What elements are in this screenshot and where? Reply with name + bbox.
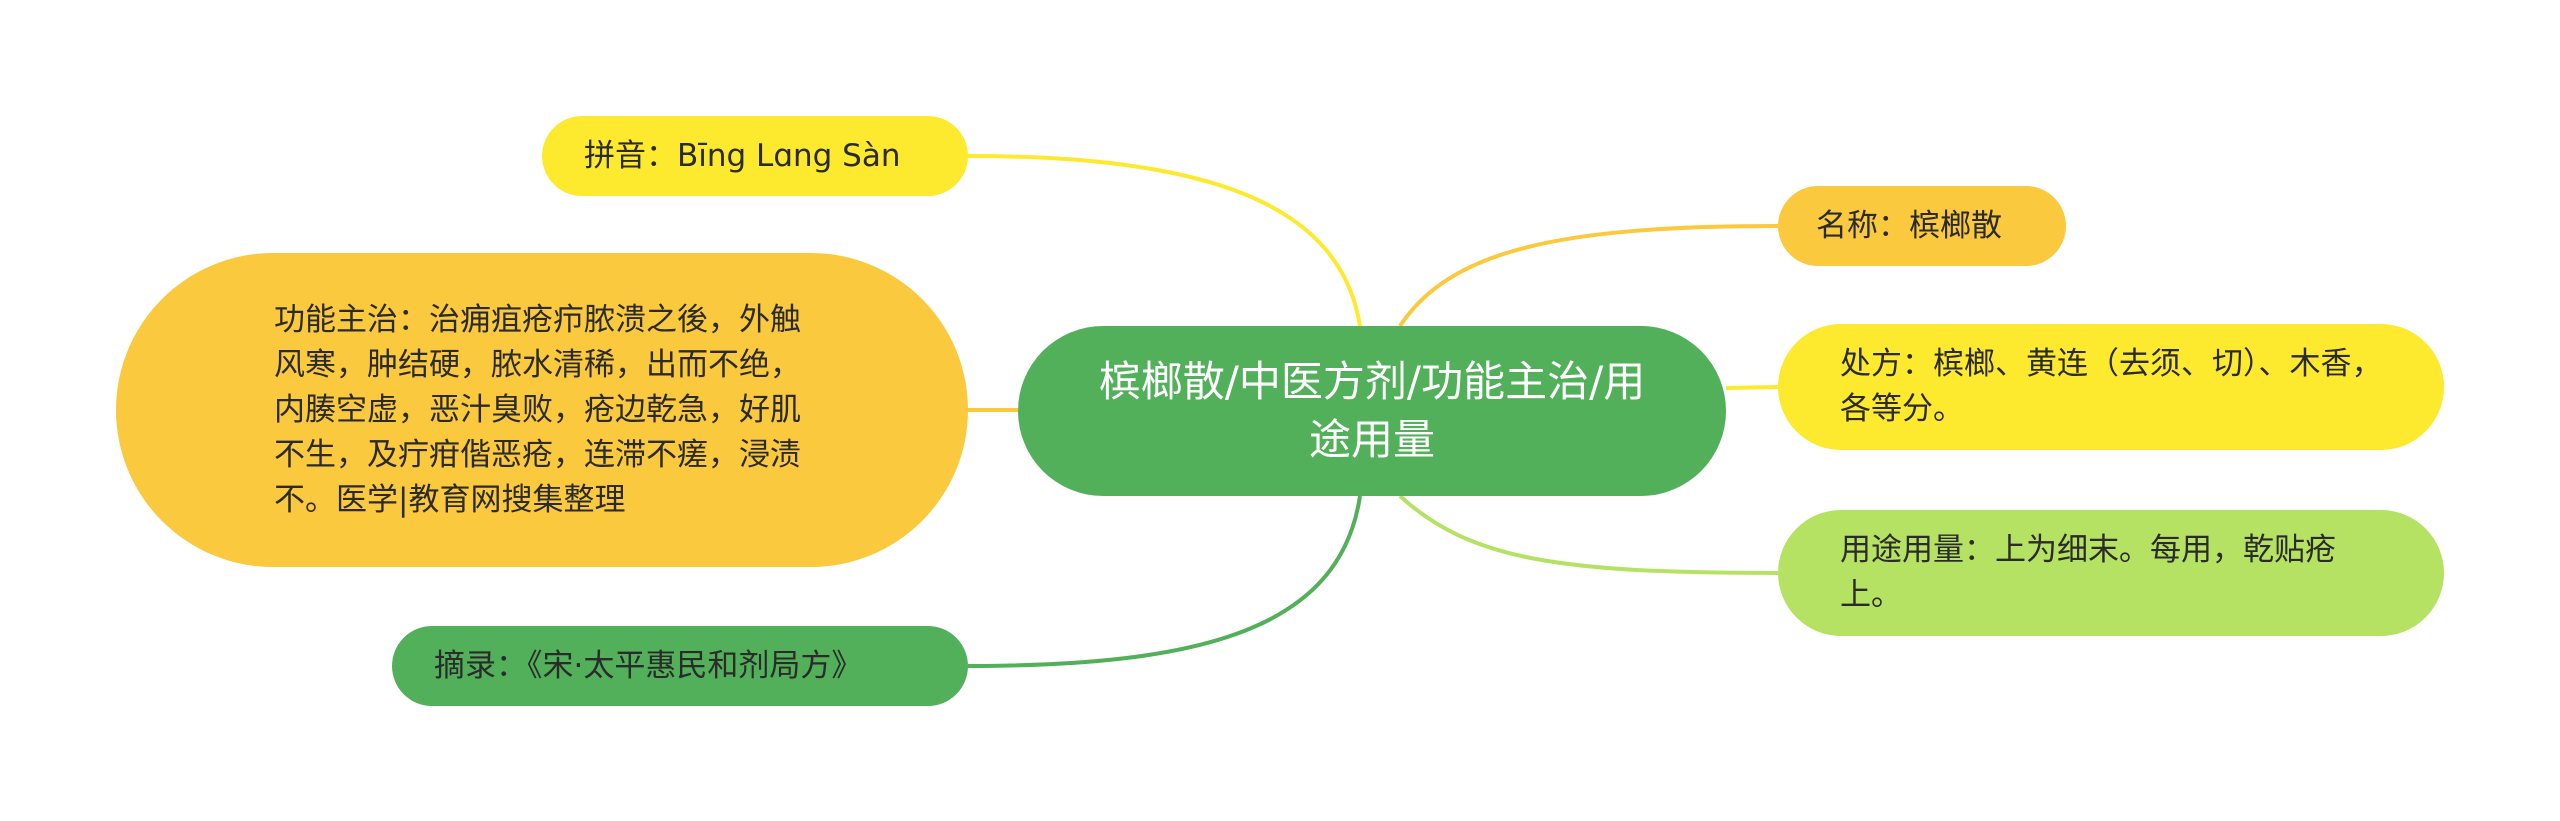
branch-pinyin-label: 拼音：Bīng Lɑng Sàn: [584, 137, 901, 174]
branch-pinyin[interactable]: 拼音：Bīng Lɑng Sàn: [542, 116, 968, 196]
link-yongtu: [1398, 494, 1779, 575]
branch-chufang-label: 处方：槟榔、黄连（去须、切）、木香，各等分。: [1840, 346, 2383, 427]
central-topic-label: 槟榔散/中医方剂/功能主治/用途用量: [1098, 357, 1646, 464]
link-chufang: [1725, 385, 1779, 390]
branch-mingcheng-label: 名称：槟榔散: [1816, 207, 2002, 244]
link-zhailu: [967, 495, 1362, 668]
branch-gongneng-zhuzhi-label: 功能主治：治痈疽疮疖脓溃之後，外触风寒，肿结硬，脓水清稀，出而不绝，内腠空虚，恶…: [274, 301, 801, 518]
link-mingcheng: [1398, 224, 1779, 328]
branch-mingcheng[interactable]: 名称：槟榔散: [1778, 186, 2066, 266]
branch-yongtu-yongliang[interactable]: 用途用量：上为细末。每用，乾贴疮上。: [1778, 510, 2444, 636]
branch-gongneng-zhuzhi[interactable]: 功能主治：治痈疽疮疖脓溃之後，外触风寒，肿结硬，脓水清稀，出而不绝，内腠空虚，恶…: [116, 253, 968, 567]
branch-yongtu-yongliang-label: 用途用量：上为细末。每用，乾贴疮上。: [1840, 532, 2336, 613]
central-topic[interactable]: 槟榔散/中医方剂/功能主治/用途用量: [1018, 326, 1726, 496]
branch-zhailu[interactable]: 摘录：《宋·太平惠民和剂局方》: [392, 626, 968, 706]
branch-chufang[interactable]: 处方：槟榔、黄连（去须、切）、木香，各等分。: [1778, 324, 2444, 450]
branch-zhailu-label: 摘录：《宋·太平惠民和剂局方》: [434, 647, 863, 684]
link-pinyin: [967, 154, 1362, 327]
